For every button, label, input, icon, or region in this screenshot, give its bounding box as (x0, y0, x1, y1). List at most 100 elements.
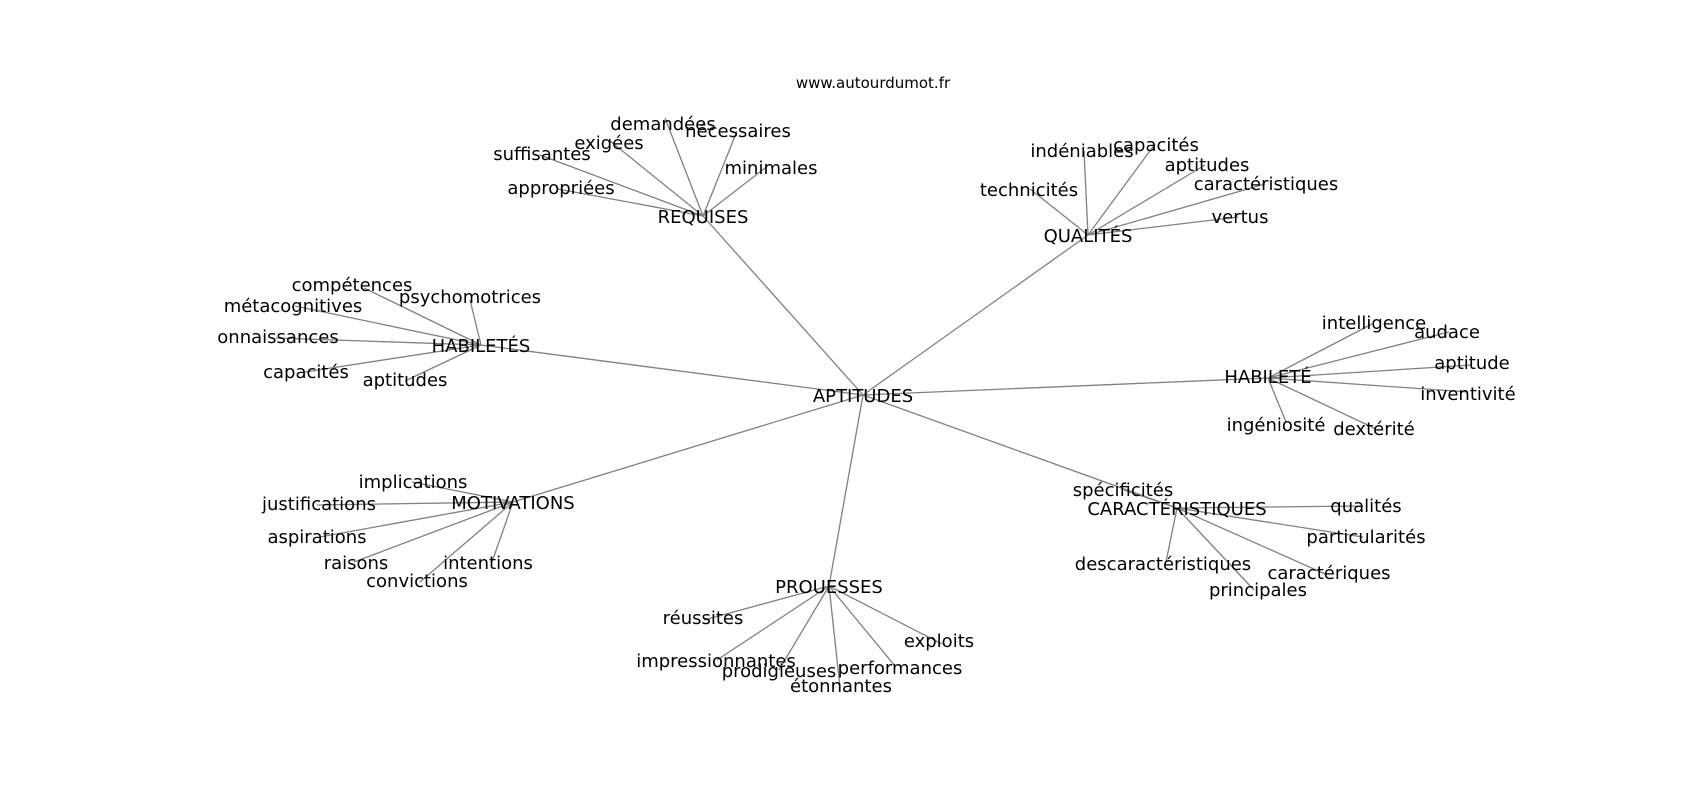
leaf-node-label: capacités (1113, 135, 1199, 156)
group-to-leaf-edge (828, 585, 896, 667)
leaf-node-label: psychomotrices (399, 287, 541, 308)
center-to-group-edge (862, 394, 1178, 509)
group-to-leaf-edge (1267, 377, 1469, 393)
group-to-leaf-edge (1176, 507, 1364, 538)
leaf-node-label: aptitude (1434, 353, 1509, 374)
group-to-leaf-edge (304, 344, 482, 373)
leaf-node-label: prodigieuses (722, 661, 837, 682)
leaf-node-label: appropriées (507, 178, 614, 199)
leaf-node-label: compétences (292, 275, 413, 296)
group-node-label: QUALITÉS (1044, 225, 1133, 247)
leaf-node-label: inventivité (1420, 384, 1515, 405)
center-to-group-edge (828, 394, 864, 587)
leaf-node-label: indéniables (1030, 141, 1133, 162)
leaf-node-label: dextérité (1333, 419, 1415, 440)
group-to-leaf-edge (275, 337, 482, 346)
group-to-leaf-edge (404, 344, 482, 382)
center-to-group-edge (480, 344, 864, 396)
group-to-leaf-edge (1176, 505, 1364, 509)
group-to-leaf-edge (702, 130, 738, 217)
leaf-node-label: descaractéristiques (1075, 554, 1251, 575)
center-to-group-edge (862, 377, 1269, 396)
group-to-leaf-edge (1087, 143, 1156, 236)
group-to-leaf-edge (363, 287, 482, 346)
group-to-leaf-edge (411, 481, 514, 503)
center-node-label: APTITUDES (813, 386, 913, 407)
leaf-node-label: aspirations (267, 527, 366, 548)
leaf-node-label: réussites (663, 608, 744, 629)
group-to-leaf-edge (469, 299, 482, 346)
group-to-leaf-edge (1083, 150, 1089, 236)
leaf-node-label: impressionnantes (636, 651, 796, 672)
group-to-leaf-edge (828, 585, 943, 645)
group-to-leaf-edge (1087, 164, 1206, 236)
group-to-leaf-edge (716, 585, 830, 661)
group-node-label: REQUISES (658, 207, 749, 228)
source-watermark: www.autourdumot.fr (796, 74, 951, 92)
leaf-node-label: étonnantes (790, 676, 892, 697)
leaf-node-label: intelligence (1322, 313, 1426, 334)
leaf-node-label: onnaissances (217, 327, 338, 348)
group-to-leaf-edge (1087, 216, 1239, 236)
group-to-leaf-edge (702, 167, 766, 217)
group-to-leaf-edge (1267, 323, 1373, 379)
group-node-label: CARACTÉRISTIQUES (1087, 498, 1266, 520)
group-to-leaf-edge (1087, 183, 1266, 236)
leaf-node-label: technicités (980, 180, 1078, 201)
group-to-leaf-edge (664, 117, 704, 217)
group-to-leaf-edge (609, 140, 704, 217)
leaf-node-label: implications (359, 472, 468, 493)
leaf-node-label: qualités (1330, 496, 1401, 517)
leaf-node-label: nécessaires (685, 121, 791, 142)
leaf-node-label: audace (1414, 322, 1480, 343)
group-to-leaf-edge (557, 188, 704, 217)
group-to-leaf-edge (1176, 507, 1255, 591)
center-to-group-edge (862, 234, 1089, 396)
leaf-node-label: principales (1209, 580, 1307, 601)
group-to-leaf-edge (1267, 377, 1377, 430)
group-to-leaf-edge (1123, 489, 1178, 509)
leaf-node-label: exigées (574, 133, 643, 154)
leaf-node-label: justifications (261, 494, 376, 515)
leaf-node-label: ingéniosité (1227, 415, 1326, 436)
group-to-leaf-edge (778, 585, 830, 671)
leaf-node-label: capacités (263, 362, 349, 383)
leaf-node-label: demandées (610, 114, 715, 135)
group-to-leaf-edge (491, 501, 514, 563)
group-to-leaf-edge (319, 501, 514, 538)
leaf-node-label: convictions (366, 571, 468, 592)
center-to-group-edge (702, 215, 864, 396)
leaf-node-label: suffisantes (493, 144, 591, 165)
leaf-node-label: aptitudes (363, 370, 448, 391)
leaf-node-label: exploits (904, 631, 974, 652)
group-to-leaf-edge (1267, 331, 1450, 379)
group-node-label: MOTIVATIONS (451, 493, 574, 514)
group-to-leaf-edge (703, 585, 830, 621)
group-to-leaf-edge (1176, 507, 1326, 575)
group-node-label: HABILETÉS (432, 335, 531, 357)
group-to-leaf-edge (353, 501, 514, 563)
edges (275, 117, 1473, 688)
leaf-node-label: aptitudes (1165, 155, 1250, 176)
group-to-leaf-edge (294, 305, 482, 346)
group-to-leaf-edge (419, 501, 514, 583)
leaf-node-label: particularités (1306, 527, 1425, 548)
leaf-node-label: vertus (1212, 207, 1269, 228)
group-to-leaf-edge (1029, 188, 1089, 236)
leaf-node-label: intentions (443, 553, 533, 574)
group-node-label: HABILETÉ (1224, 366, 1311, 388)
group-node-label: PROUESSES (775, 577, 883, 598)
group-to-leaf-edge (1267, 364, 1473, 379)
leaf-node-label: minimales (725, 158, 818, 179)
group-to-leaf-edge (1165, 507, 1178, 563)
group-to-leaf-edge (539, 154, 704, 217)
labels: www.autourdumot.fr APTITUDES REQUISES de… (217, 74, 1515, 697)
leaf-node-label: caractéristiques (1194, 174, 1339, 195)
leaf-node-label: caractériques (1267, 563, 1390, 584)
leaf-node-label: spécificités (1073, 480, 1174, 501)
group-to-leaf-edge (828, 585, 841, 688)
group-to-leaf-edge (1267, 377, 1287, 423)
group-to-leaf-edge (316, 501, 514, 506)
leaf-node-label: métacognitives (224, 296, 363, 317)
